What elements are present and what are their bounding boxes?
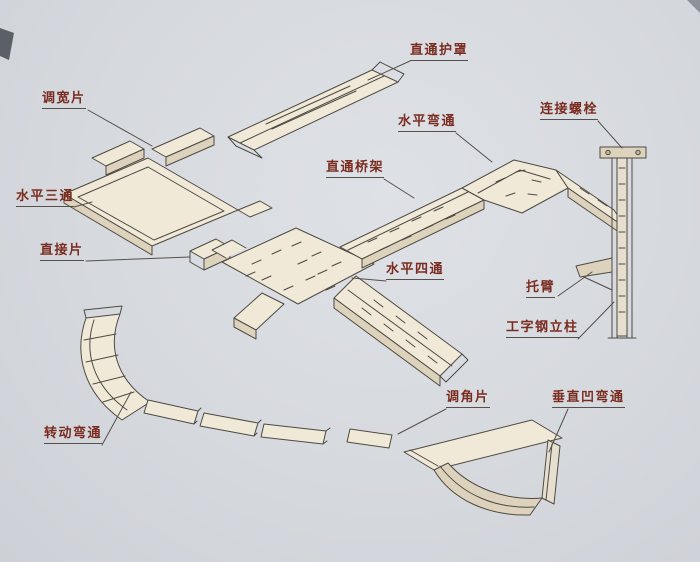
- label-vertical-concave-elbow: 垂直凹弯通: [552, 391, 625, 408]
- part-horizontal-tee: [63, 157, 273, 256]
- leader-horizontal-tee: [73, 201, 93, 208]
- part-vertical-concave-elbow: [403, 419, 563, 516]
- leader-straight-cover: [367, 60, 411, 81]
- label-straight-tray: 直通桥架: [326, 161, 385, 178]
- leader-rotating-elbow: [101, 391, 132, 446]
- part-connecting-bolt: [599, 146, 647, 159]
- leader-connector-plate: [85, 256, 191, 262]
- label-horizontal-cross: 水平四通: [386, 263, 445, 280]
- label-angle-adjuster: 调角片: [446, 391, 490, 408]
- leader-bracket-arm: [557, 271, 593, 297]
- part-tray-to-column: [555, 169, 627, 238]
- leader-connecting-bolt: [597, 120, 623, 149]
- leader-lines: [73, 60, 623, 453]
- label-horizontal-elbow: 水平弯通: [398, 115, 457, 132]
- part-lower-tray: [333, 275, 469, 387]
- part-angle-adjuster-chain: [143, 399, 393, 449]
- leader-angle-adjuster: [397, 408, 447, 435]
- part-width-adjuster: [91, 127, 215, 176]
- part-horizontal-elbow: [461, 159, 569, 214]
- label-straight-cover: 直通护罩: [410, 44, 469, 61]
- part-straight-cover: [227, 61, 405, 159]
- leader-vertical-concave-elbow: [548, 408, 569, 453]
- label-bracket-arm: 托臂: [526, 281, 556, 298]
- part-connector-plate: [189, 238, 231, 271]
- part-i-beam-column: [607, 147, 637, 339]
- label-connector-plate: 直接片: [40, 244, 84, 261]
- leader-horizontal-cross: [351, 277, 387, 282]
- label-horizontal-tee: 水平三通: [16, 190, 75, 207]
- leader-i-beam-column: [577, 301, 615, 340]
- leader-straight-tray: [383, 178, 415, 199]
- part-bracket-arm: [575, 257, 613, 291]
- part-straight-tray: [339, 187, 485, 269]
- scan-mark-left-edge: [0, 28, 14, 60]
- part-rotating-elbow: [80, 305, 151, 421]
- leader-width-adjuster: [87, 109, 153, 147]
- leader-horizontal-elbow: [455, 132, 493, 163]
- label-rotating-elbow: 转动弯通: [44, 427, 103, 444]
- label-i-beam-column: 工字钢立柱: [506, 321, 579, 338]
- label-connecting-bolt: 连接螺栓: [540, 103, 599, 120]
- part-horizontal-cross: [211, 227, 375, 340]
- label-width-adjuster: 调宽片: [42, 92, 86, 109]
- scan-mark-corner: [687, 0, 700, 13]
